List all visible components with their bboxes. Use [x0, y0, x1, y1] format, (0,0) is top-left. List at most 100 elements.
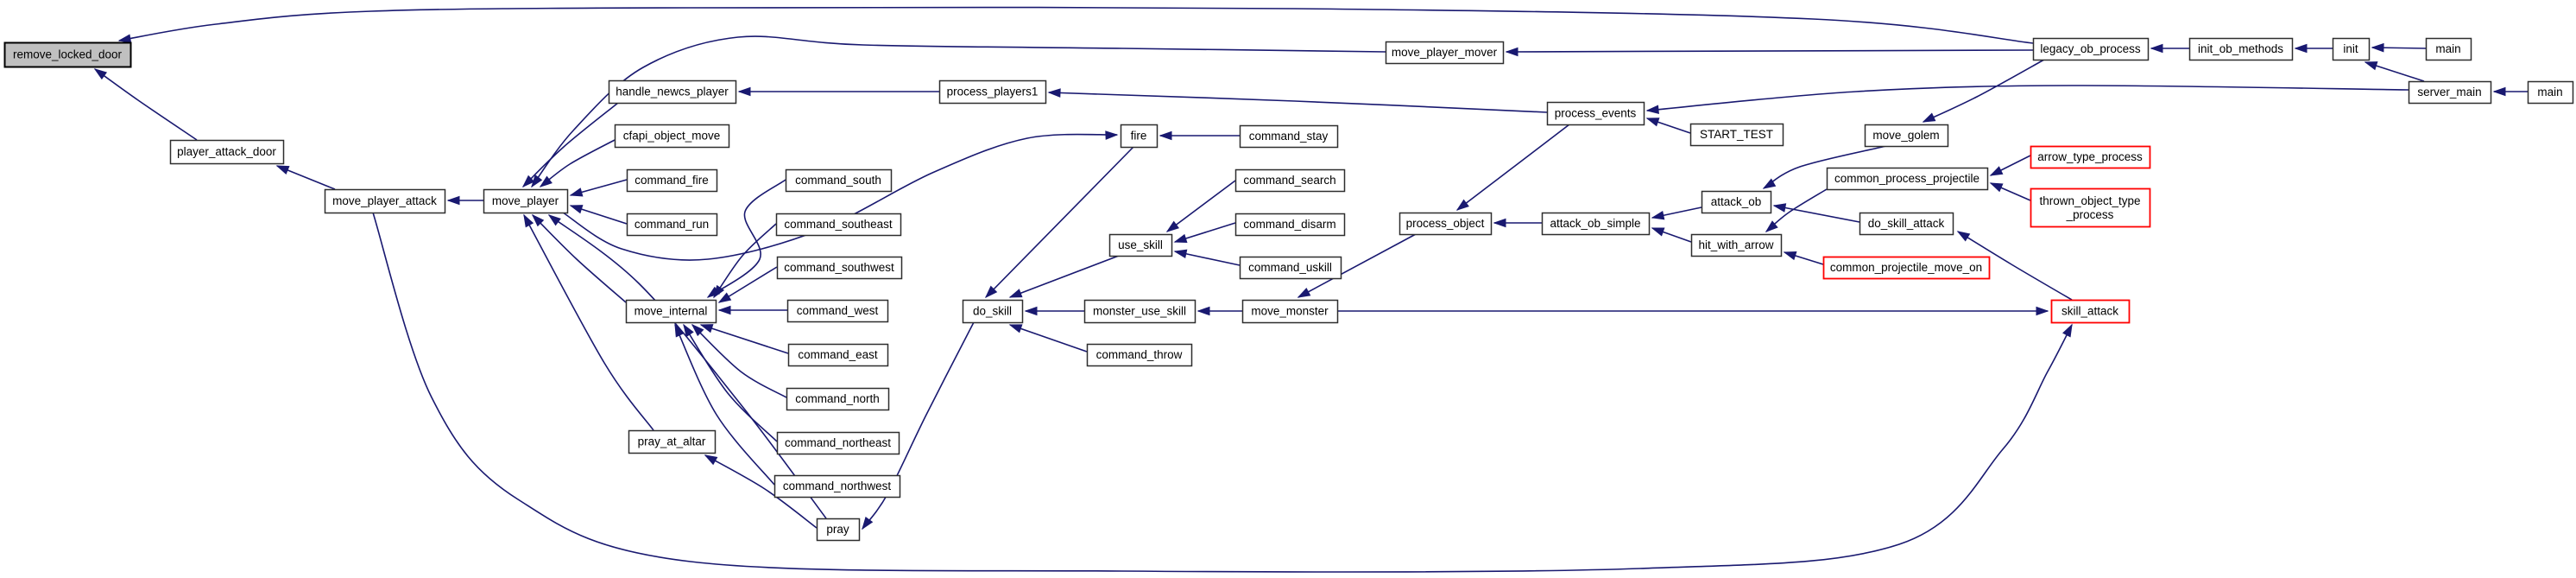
node-box-pray[interactable]: [816, 518, 861, 542]
node-box-legacy_ob_process[interactable]: [2032, 37, 2150, 61]
node-pray[interactable]: pray: [816, 518, 861, 542]
node-box-command_east[interactable]: [787, 343, 889, 367]
node-box-player_attack_door[interactable]: [169, 139, 285, 165]
node-START_TEST[interactable]: START_TEST: [1689, 123, 1784, 147]
node-box-move_monster[interactable]: [1241, 299, 1339, 324]
node-box-process_object[interactable]: [1398, 212, 1493, 236]
node-box-command_throw[interactable]: [1086, 343, 1193, 367]
node-box-command_run[interactable]: [626, 213, 718, 237]
node-box-command_stay[interactable]: [1239, 124, 1339, 149]
node-box-move_player_attack[interactable]: [324, 188, 446, 214]
node-box-thrown_object_type_process[interactable]: [2030, 187, 2151, 228]
node-box-init_ob_methods[interactable]: [2188, 37, 2294, 61]
node-arrow_type_process[interactable]: arrow_type_process: [2030, 145, 2151, 169]
node-box-command_uskill[interactable]: [1239, 256, 1342, 280]
node-box-hit_with_arrow[interactable]: [1690, 233, 1783, 257]
node-command_disarm[interactable]: command_disarm: [1234, 213, 1346, 237]
node-box-main[interactable]: [2425, 37, 2472, 61]
node-box-arrow_type_process[interactable]: [2030, 145, 2151, 169]
node-monster_use_skill[interactable]: monster_use_skill: [1083, 299, 1196, 324]
node-command_search[interactable]: command_search: [1234, 168, 1346, 193]
node-command_fire[interactable]: command_fire: [626, 168, 718, 193]
node-box-command_search[interactable]: [1234, 168, 1346, 193]
node-thrown_object_type_process[interactable]: thrown_object_type_process: [2030, 187, 2151, 228]
node-process_players1[interactable]: process_players1: [938, 79, 1047, 105]
node-remove_locked_door[interactable]: remove_locked_door: [3, 41, 132, 68]
node-move_golem[interactable]: move_golem: [1864, 124, 1949, 148]
node-do_skill_attack[interactable]: do_skill_attack: [1859, 212, 1954, 236]
node-attack_ob[interactable]: attack_ob: [1701, 190, 1772, 214]
node-command_southwest[interactable]: command_southwest: [776, 256, 903, 280]
node-box-command_south[interactable]: [785, 168, 893, 193]
node-server_main[interactable]: server_main: [2408, 80, 2492, 105]
node-box-process_players1[interactable]: [938, 79, 1047, 105]
node-box-remove_locked_door[interactable]: [3, 41, 132, 68]
node-common_process_projectile[interactable]: common_process_projectile: [1826, 167, 1989, 191]
node-box-attack_ob[interactable]: [1701, 190, 1772, 214]
node-process_object[interactable]: process_object: [1398, 212, 1493, 236]
node-legacy_ob_process[interactable]: legacy_ob_process: [2032, 37, 2150, 61]
node-box-do_skill_attack[interactable]: [1859, 212, 1954, 236]
node-box-skill_attack[interactable]: [2050, 299, 2131, 324]
node-command_northwest[interactable]: command_northwest: [773, 474, 901, 499]
node-common_projectile_move_on[interactable]: common_projectile_move_on: [1822, 256, 1991, 280]
node-command_southeast[interactable]: command_southeast: [775, 213, 902, 237]
node-box-main2[interactable]: [2527, 80, 2574, 105]
node-main2[interactable]: main: [2527, 80, 2574, 105]
node-box-attack_ob_simple[interactable]: [1541, 212, 1651, 236]
node-command_run[interactable]: command_run: [626, 213, 718, 237]
node-box-move_player[interactable]: [483, 188, 569, 214]
node-use_skill[interactable]: use_skill: [1108, 233, 1173, 257]
node-command_northeast[interactable]: command_northeast: [776, 431, 900, 455]
node-box-pray_at_altar[interactable]: [628, 429, 717, 454]
node-box-command_north[interactable]: [786, 387, 890, 411]
node-move_player_attack[interactable]: move_player_attack: [324, 188, 446, 214]
node-box-command_southwest[interactable]: [776, 256, 903, 280]
node-move_player[interactable]: move_player: [483, 188, 569, 214]
node-box-common_process_projectile[interactable]: [1826, 167, 1989, 191]
node-command_west[interactable]: command_west: [786, 299, 889, 323]
node-box-do_skill[interactable]: [962, 299, 1024, 324]
node-box-START_TEST[interactable]: [1689, 123, 1784, 147]
node-process_events[interactable]: process_events: [1546, 101, 1645, 126]
node-box-command_disarm[interactable]: [1234, 213, 1346, 237]
node-move_internal[interactable]: move_internal: [625, 299, 717, 324]
node-command_throw[interactable]: command_throw: [1086, 343, 1193, 367]
node-pray_at_altar[interactable]: pray_at_altar: [628, 429, 717, 454]
node-cfapi_object_move[interactable]: cfapi_object_move: [614, 124, 730, 149]
node-command_south[interactable]: command_south: [785, 168, 893, 193]
node-move_monster[interactable]: move_monster: [1241, 299, 1339, 324]
node-box-move_player_mover[interactable]: [1385, 41, 1505, 65]
node-fire[interactable]: fire: [1120, 124, 1159, 149]
node-command_east[interactable]: command_east: [787, 343, 889, 367]
node-attack_ob_simple[interactable]: attack_ob_simple: [1541, 212, 1651, 236]
node-box-command_northwest[interactable]: [773, 474, 901, 499]
node-box-use_skill[interactable]: [1108, 233, 1173, 257]
node-box-move_internal[interactable]: [625, 299, 717, 324]
node-box-command_southeast[interactable]: [775, 213, 902, 237]
node-box-process_events[interactable]: [1546, 101, 1645, 126]
node-box-handle_newcs_player[interactable]: [608, 79, 737, 105]
node-box-command_fire[interactable]: [626, 168, 718, 193]
node-do_skill[interactable]: do_skill: [962, 299, 1024, 324]
node-player_attack_door[interactable]: player_attack_door: [169, 139, 285, 165]
node-skill_attack[interactable]: skill_attack: [2050, 299, 2131, 324]
node-box-command_west[interactable]: [786, 299, 889, 323]
node-move_player_mover[interactable]: move_player_mover: [1385, 41, 1505, 65]
node-command_north[interactable]: command_north: [786, 387, 890, 411]
node-box-cfapi_object_move[interactable]: [614, 124, 730, 149]
node-command_uskill[interactable]: command_uskill: [1239, 256, 1342, 280]
node-box-command_northeast[interactable]: [776, 431, 900, 455]
node-main[interactable]: main: [2425, 37, 2472, 61]
node-init[interactable]: init: [2332, 37, 2371, 61]
node-handle_newcs_player[interactable]: handle_newcs_player: [608, 79, 737, 105]
node-box-fire[interactable]: [1120, 124, 1159, 149]
node-command_stay[interactable]: command_stay: [1239, 124, 1339, 149]
node-box-monster_use_skill[interactable]: [1083, 299, 1196, 324]
node-box-common_projectile_move_on[interactable]: [1822, 256, 1991, 280]
node-box-server_main[interactable]: [2408, 80, 2492, 105]
node-box-move_golem[interactable]: [1864, 124, 1949, 148]
node-hit_with_arrow[interactable]: hit_with_arrow: [1690, 233, 1783, 257]
node-init_ob_methods[interactable]: init_ob_methods: [2188, 37, 2294, 61]
node-box-init[interactable]: [2332, 37, 2371, 61]
